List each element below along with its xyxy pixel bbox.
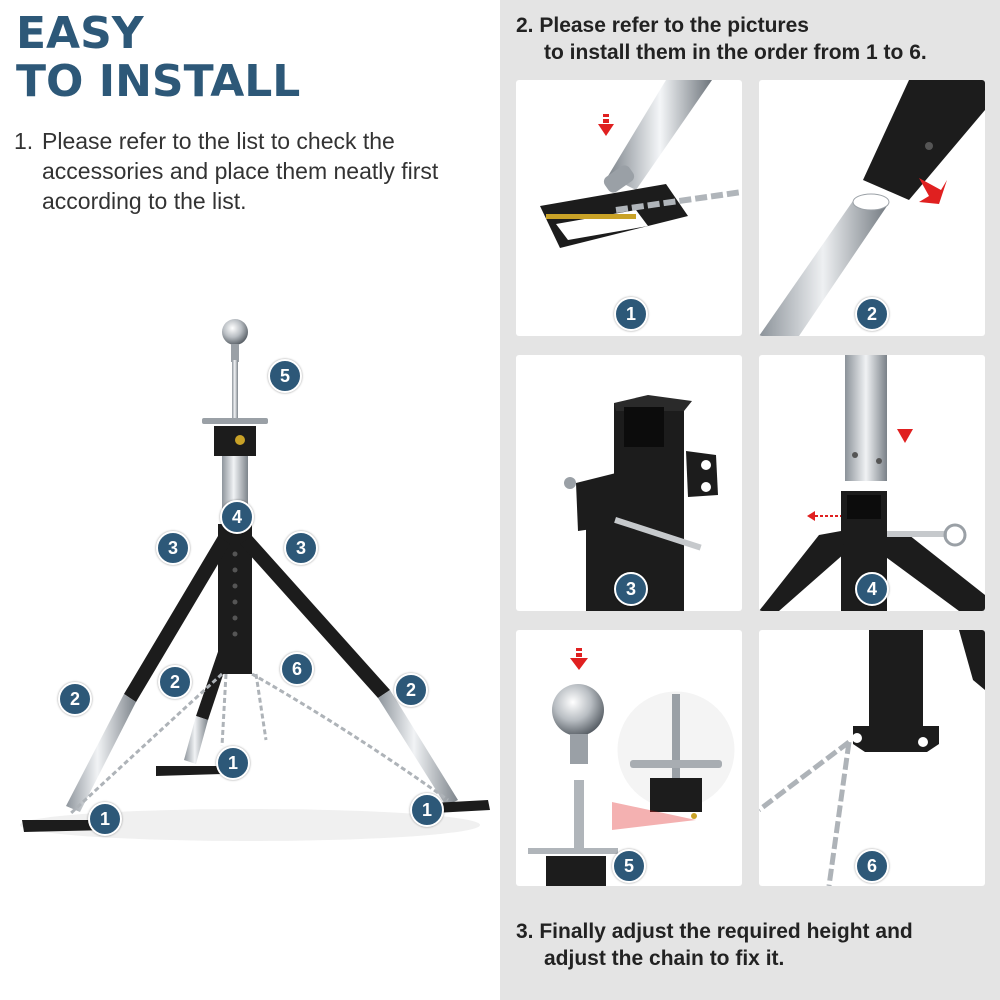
red-arrow-down-icon [598, 114, 614, 136]
panel-1-image [540, 80, 742, 248]
badge-bracket-left-3: 3 [156, 531, 190, 565]
step-3-line-2: adjust the chain to fix it. [544, 947, 785, 970]
badge-top-4: 4 [220, 500, 254, 534]
step-3-line-1: 3. Finally adjust the required height an… [516, 920, 913, 943]
panel-4-badge: 4 [855, 572, 889, 606]
badge-chain-6: 6 [280, 652, 314, 686]
panel-2-image [759, 80, 985, 336]
panel-1-badge: 1 [614, 297, 648, 331]
badge-foot-left-1: 1 [88, 802, 122, 836]
panel-3-badge: 3 [614, 572, 648, 606]
panel-step-1: 1 [516, 80, 742, 336]
panel-5-badge: 5 [612, 849, 646, 883]
red-arrow-diagonal-icon [919, 178, 947, 204]
badge-foot-center-1: 1 [216, 746, 250, 780]
step-1-instruction: 1. Please refer to the list to check the… [14, 126, 484, 216]
step-1-text: Please refer to the list to check the ac… [42, 128, 439, 214]
panel-4-image [759, 355, 985, 611]
panel-3-image [564, 395, 718, 611]
panel-6-image [759, 630, 985, 886]
red-arrow-left-icon [807, 511, 841, 521]
panel-step-5: 5 [516, 630, 742, 886]
panel-step-3: 3 [516, 355, 742, 611]
panel-2-badge: 2 [855, 297, 889, 331]
panel-step-2: 2 [759, 80, 985, 336]
step-1-number: 1. [14, 128, 34, 154]
panel-step-4: 4 [759, 355, 985, 611]
red-arrow-down-small-icon [897, 429, 913, 443]
step-2-line-1: 2. Please refer to the pictures [516, 14, 809, 37]
title-line-2: TO INSTALL [16, 56, 301, 107]
badge-leg-center-2: 2 [158, 665, 192, 699]
panel-step-6: 6 [759, 630, 985, 886]
title-line-1: EASY [16, 8, 144, 59]
panel-6-badge: 6 [855, 849, 889, 883]
page-title: EASY TO INSTALL [16, 10, 300, 106]
badge-ball-5: 5 [268, 359, 302, 393]
badge-leg-left-2: 2 [58, 682, 92, 716]
badge-leg-right-2: 2 [394, 673, 428, 707]
step-2-line-2: to install them in the order from 1 to 6… [544, 41, 927, 64]
panel-5-image [528, 684, 738, 886]
badge-foot-right-1: 1 [410, 793, 444, 827]
step-3-instruction: 3. Finally adjust the required height an… [516, 918, 913, 972]
red-arrow-down-icon-2 [570, 648, 588, 670]
step-2-instruction: 2. Please refer to the pictures to insta… [516, 12, 927, 66]
stand-illustration [20, 319, 490, 841]
badge-bracket-right-3: 3 [284, 531, 318, 565]
left-section: EASY TO INSTALL 1. Please refer to the l… [14, 9, 490, 841]
